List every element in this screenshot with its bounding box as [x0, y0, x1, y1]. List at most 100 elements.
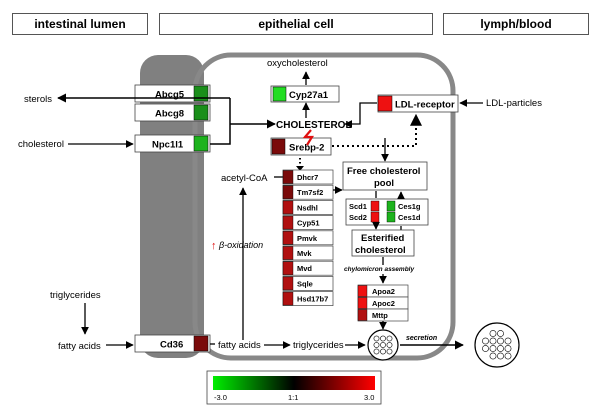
cholesterol-synthesis-genes: Dhcr7Tm7sf2NsdhlCyp51PmvkMvkMvdSqleHsd17…	[282, 169, 334, 306]
ldl-receptor-expression-square	[377, 95, 393, 112]
gene-cyp51-label: Cyp51	[297, 219, 320, 228]
gene-mvd-expression-square	[282, 261, 294, 275]
gene-apoa2-label: Apoa2	[372, 287, 395, 296]
gene-scd1-expression-square	[370, 200, 380, 212]
svg-text:Abcg8: Abcg8	[155, 109, 184, 120]
gene-mvd-label: Mvd	[297, 264, 312, 273]
scale-min-label: -3.0	[214, 393, 227, 402]
npc1l1-connector	[210, 98, 231, 145]
gene-apoa2-expression-square	[357, 285, 368, 297]
scale-max-label: 3.0	[364, 393, 374, 402]
gene-apoa2: Apoa2	[357, 284, 409, 298]
gene-nsdhl: Nsdhl	[282, 200, 334, 215]
color-scale-legend: -3.0 1:1 3.0	[206, 370, 382, 405]
abcg8-expression-square	[193, 104, 209, 121]
gene-ces1d: Ces1d	[386, 211, 421, 223]
sterols-label: sterols	[24, 94, 52, 105]
svg-text:Ces1g: Ces1g	[398, 202, 421, 211]
oxycholesterol-label: oxycholesterol	[267, 58, 328, 69]
gene-scd2-expression-square	[370, 211, 380, 223]
chylomicron-assembly-label: chylomicron assembly	[344, 266, 414, 273]
free-pool-label-line1: Free cholesterol	[347, 166, 420, 177]
svg-text:Cd36: Cd36	[160, 340, 183, 351]
scale-mid-label: 1:1	[288, 393, 298, 402]
beta-oxidation-up-arrow: ↑	[211, 240, 217, 252]
header-lymph-blood: lymph/blood	[443, 13, 589, 35]
free-pool-label-line2: pool	[374, 178, 394, 189]
cd36-expression-square	[193, 335, 209, 352]
beta-oxidation-label: β-oxidation	[218, 240, 263, 250]
svg-text:Scd1: Scd1	[349, 202, 367, 211]
color-scale-gradient	[213, 376, 375, 390]
gene-mvk: Mvk	[282, 245, 334, 261]
gene-apoc2-label: Apoc2	[372, 299, 395, 308]
gene-tm7sf2: Tm7sf2	[282, 184, 334, 200]
gene-nsdhl-label: Nsdhl	[297, 203, 318, 212]
gene-ces1g: Ces1g	[386, 200, 421, 212]
fatty-acids-left-label: fatty acids	[58, 341, 101, 352]
acetyl-coa-label: acetyl-CoA	[221, 173, 268, 184]
abcg8-transporter: Abcg8	[134, 103, 211, 122]
npc1l1-transporter: Npc1l1	[134, 134, 211, 153]
gene-dhcr7: Dhcr7	[282, 169, 334, 185]
triglycerides-inner-label: triglycerides	[293, 340, 344, 351]
cd36-transporter: Cd36	[134, 334, 211, 353]
ldl-particles-label: LDL-particles	[486, 98, 542, 109]
gene-sqle-label: Sqle	[297, 279, 313, 288]
gene-cyp51: Cyp51	[282, 215, 334, 230]
gene-mttp-expression-square	[357, 309, 368, 321]
svg-text:Abcg5: Abcg5	[155, 90, 185, 101]
gene-sqle: Sqle	[282, 276, 334, 291]
gene-apoc2: Apoc2	[357, 296, 409, 310]
gene-tm7sf2-expression-square	[282, 185, 294, 199]
gene-mttp-label: Mttp	[372, 311, 388, 320]
cell-outline	[192, 52, 456, 361]
gene-cyp51-expression-square	[282, 215, 294, 230]
gene-pmvk-label: Pmvk	[297, 234, 318, 243]
srebp2-box	[270, 137, 332, 156]
gene-mvk-expression-square	[282, 246, 294, 260]
gene-hsd17b7: Hsd17b7	[282, 291, 334, 306]
chylomicron-secreted-icon	[474, 322, 520, 368]
srebp2-dotted-arrowhead	[296, 166, 304, 171]
gene-dhcr7-expression-square	[282, 170, 294, 184]
cholesterol-left-label: cholesterol	[18, 139, 64, 150]
esterified-label-line2: cholesterol	[355, 245, 406, 256]
esterified-label-line1: Esterified	[361, 233, 404, 244]
gene-sqle-expression-square	[282, 276, 294, 291]
fatty-acids-inner-label: fatty acids	[218, 340, 261, 351]
svg-text:Npc1l1: Npc1l1	[152, 140, 184, 151]
free-cholesterol-pool-box	[342, 161, 428, 191]
gene-mvd: Mvd	[282, 260, 334, 276]
ldl-to-cholesterol-arrow	[344, 102, 377, 128]
chylomicron-inner-icon	[367, 329, 399, 361]
cyp27a1-box	[270, 85, 340, 103]
npc1l1-expression-square	[193, 135, 209, 152]
gene-dhcr7-label: Dhcr7	[297, 173, 318, 182]
secretion-label: secretion	[406, 335, 437, 342]
gene-tm7sf2-label: Tm7sf2	[297, 188, 323, 197]
cholesterol-center-label: CHOLESTEROL	[276, 120, 352, 131]
svg-text:Scd2: Scd2	[349, 213, 367, 222]
cyp27a1-label: Cyp27a1	[289, 90, 329, 101]
header-intestinal-lumen: intestinal lumen	[12, 13, 148, 35]
inhibition-lightning-icon	[302, 129, 314, 146]
esterified-cholesterol-box	[351, 229, 415, 257]
srebp2-expression-square	[271, 138, 286, 155]
gene-scd1: Scd1	[349, 200, 380, 212]
gene-mttp: Mttp	[357, 308, 409, 322]
svg-text:Ces1d: Ces1d	[398, 213, 421, 222]
gene-scd2: Scd2	[349, 211, 380, 223]
cyp27a1-expression-square	[272, 86, 287, 102]
triglycerides-left-label: triglycerides	[50, 290, 101, 301]
gene-apoc2-expression-square	[357, 297, 368, 309]
gene-ces1d-expression-square	[386, 211, 396, 223]
gene-mvk-label: Mvk	[297, 249, 312, 258]
gene-ces1g-expression-square	[386, 200, 396, 212]
ldl-receptor-label: LDL-receptor	[395, 100, 455, 111]
gene-pmvk: Pmvk	[282, 230, 334, 246]
apical-membrane	[140, 55, 204, 358]
